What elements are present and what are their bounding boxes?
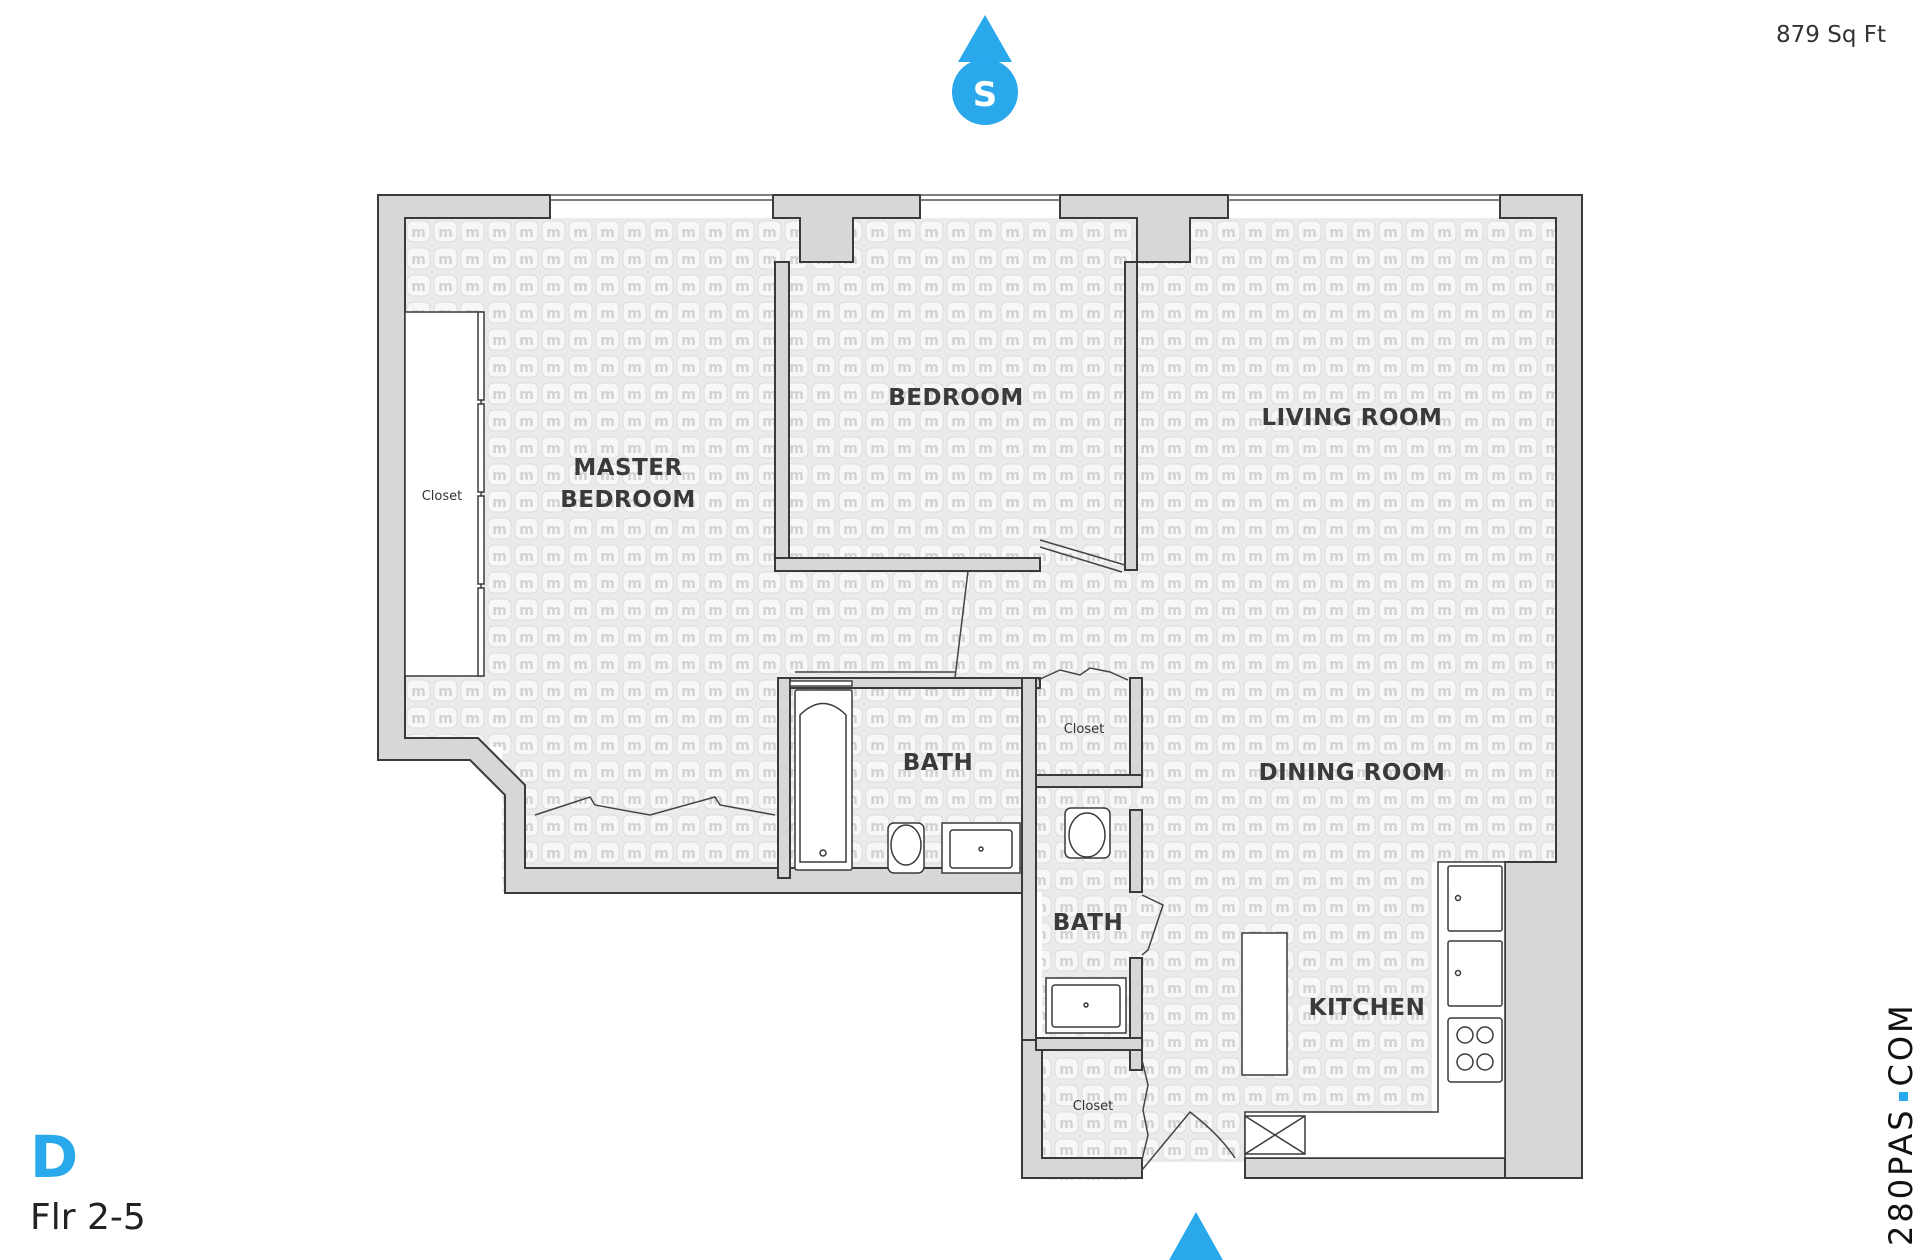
floor-range: Flr 2-5 [30, 1197, 146, 1238]
label-closet-entry: Closet [1073, 1099, 1114, 1114]
label-master-bedroom-2: BEDROOM [560, 487, 696, 513]
kitchen-fixtures [1241, 861, 1506, 1159]
label-closet-hall: Closet [1064, 722, 1105, 737]
bath-fixtures [794, 689, 1127, 1034]
label-dining-room: DINING ROOM [1259, 760, 1446, 786]
doors [789, 539, 1236, 1171]
brand-name: 280PAS [1882, 1107, 1920, 1246]
compass-circle-icon [952, 59, 1018, 125]
brand-tld: COM [1882, 1002, 1920, 1087]
label-bedroom: BEDROOM [888, 385, 1024, 411]
compass-direction: S [973, 75, 998, 115]
label-bath-main: BATH [903, 750, 973, 776]
label-kitchen: KITCHEN [1309, 995, 1426, 1021]
windows [550, 194, 1500, 201]
exterior-walls [377, 194, 1583, 1179]
square-footage: 879 Sq Ft [1776, 22, 1886, 48]
floor-area [405, 218, 1556, 1180]
brand-dot-icon [1898, 1092, 1908, 1102]
brand-logo: 280PAS COM [1882, 1002, 1920, 1246]
label-living-room: LIVING ROOM [1262, 405, 1443, 431]
label-closet-master: Closet [422, 489, 463, 504]
label-bath-second: BATH [1053, 910, 1123, 936]
label-master-bedroom-1: MASTER [573, 455, 682, 481]
compass-arrow-icon [958, 15, 1012, 62]
master-closet [404, 311, 485, 677]
room-labels: MASTER BEDROOM BEDROOM LIVING ROOM DININ… [422, 385, 1446, 1114]
compass: S [952, 15, 1018, 125]
entry-arrow-icon [1169, 1212, 1223, 1260]
interior-walls [774, 261, 1143, 1071]
unit-letter: D [30, 1123, 79, 1191]
closet-folding-door [534, 796, 776, 816]
